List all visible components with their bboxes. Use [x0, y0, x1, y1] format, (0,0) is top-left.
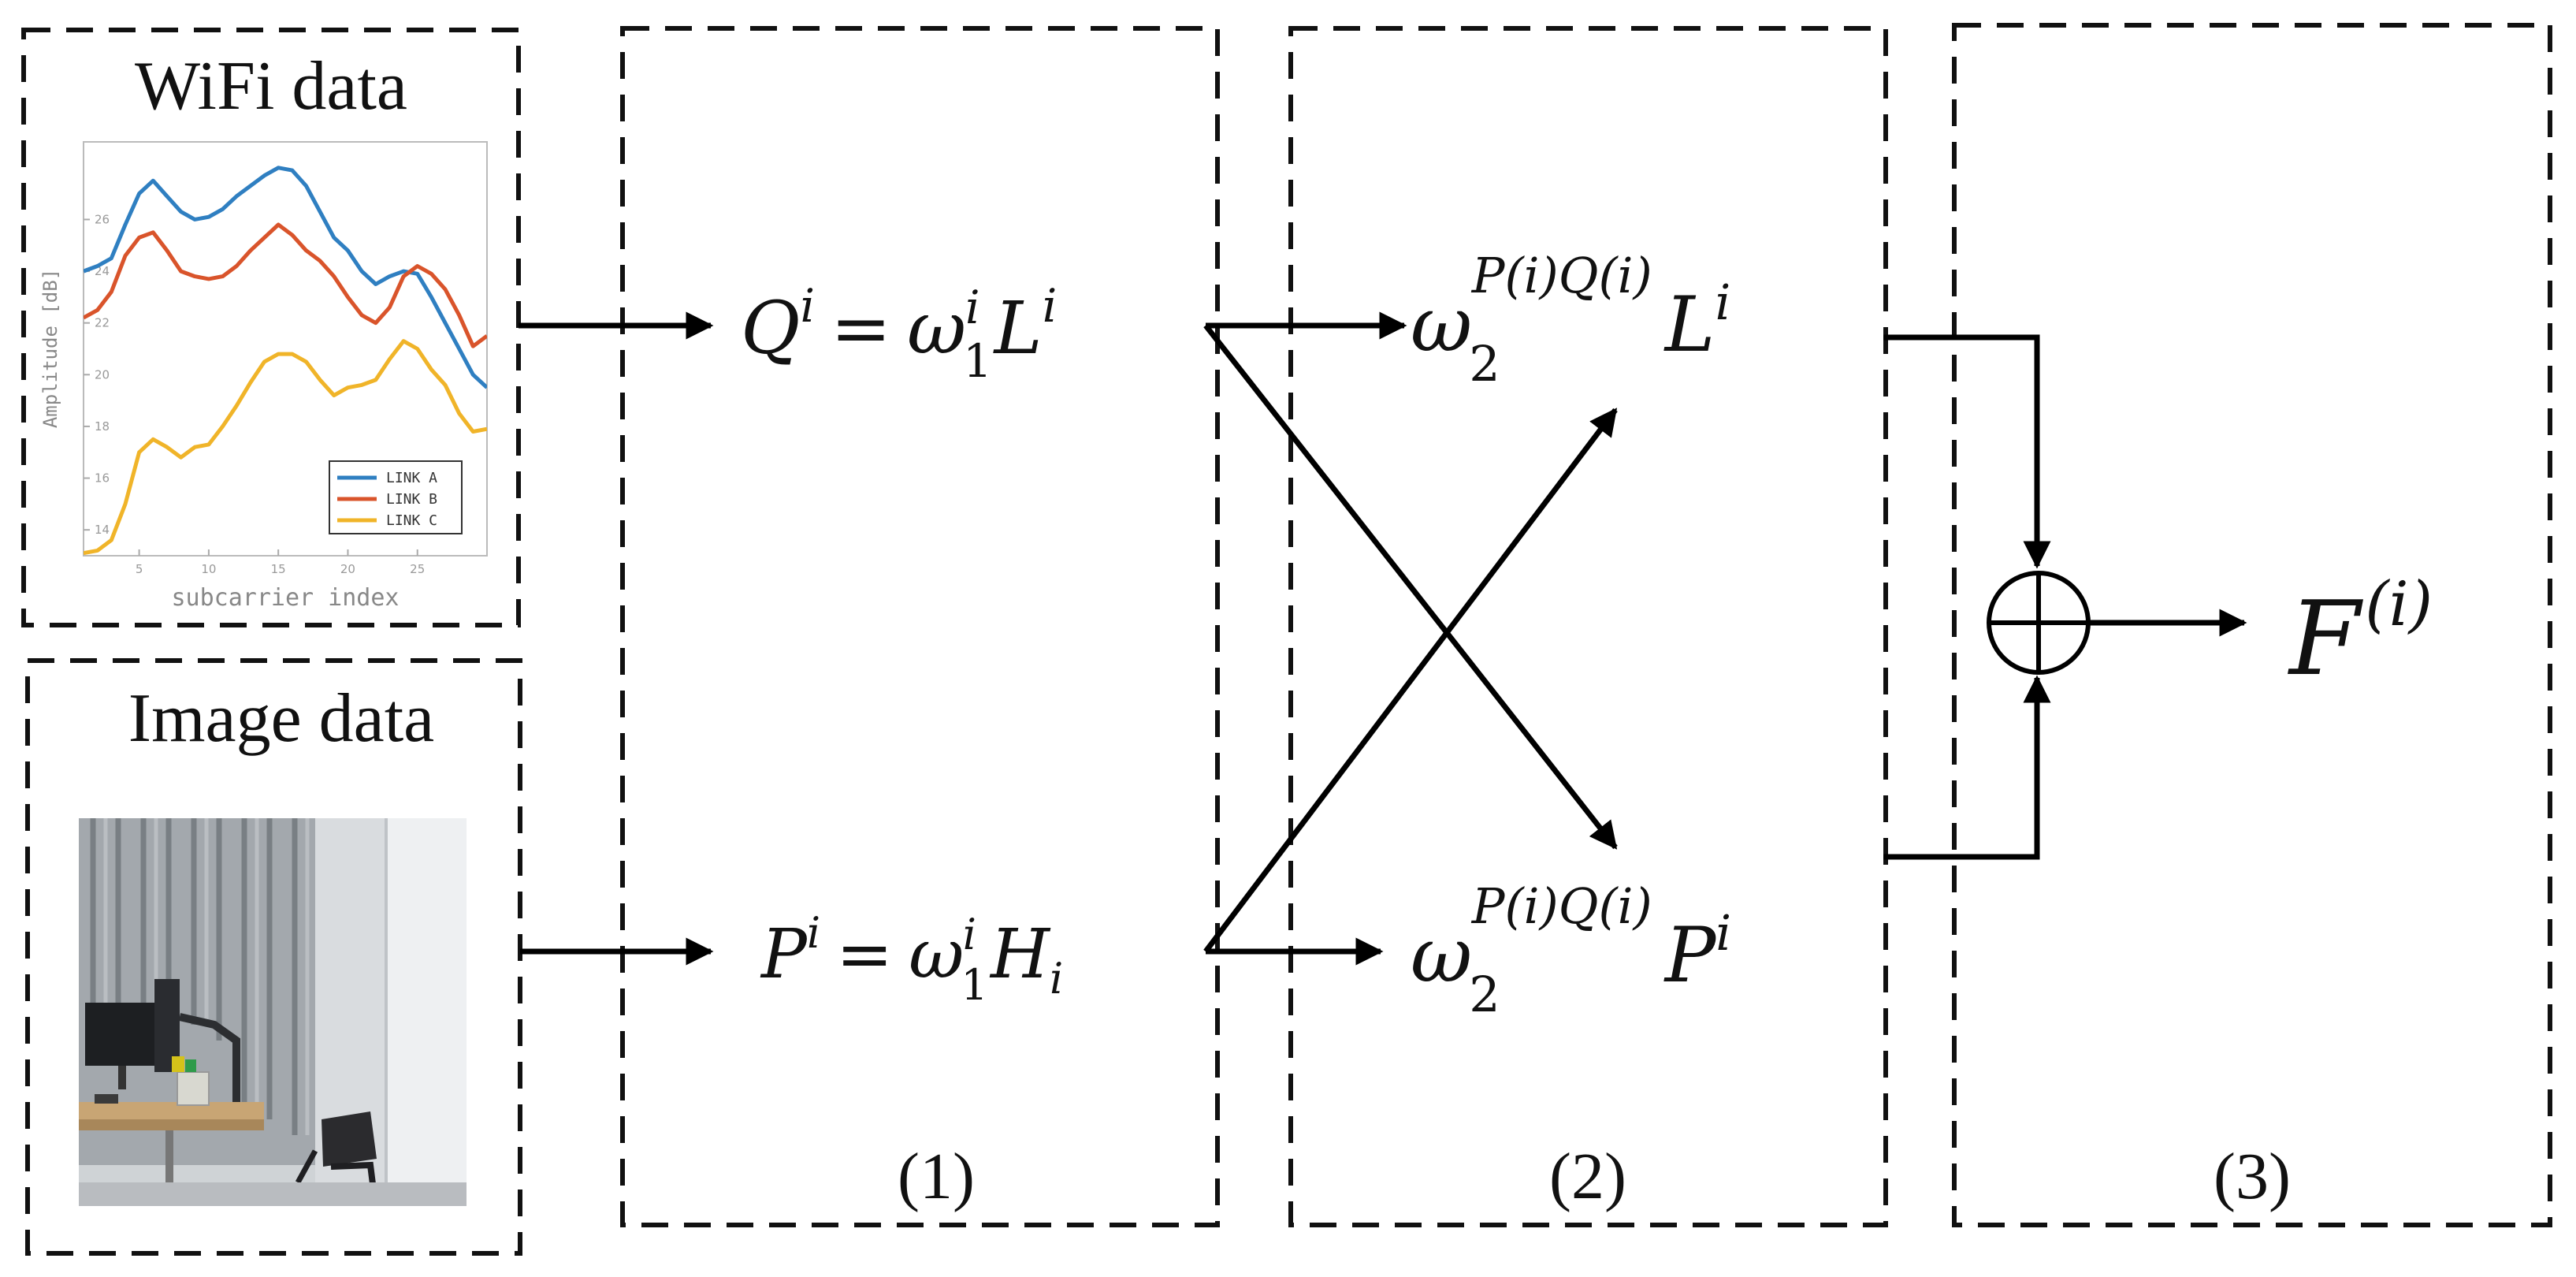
arrow-p-cross-to-l-term	[1203, 408, 1618, 954]
connector-l-term-to-sum	[1883, 334, 2051, 569]
room-photo	[79, 818, 467, 1206]
arrow-q-cross-to-p-term	[1203, 323, 1618, 850]
legend-label: LINK C	[386, 512, 437, 529]
image-panel	[25, 658, 522, 1256]
connector-p-term-to-sum	[1883, 675, 2051, 860]
stage1-panel	[620, 26, 1220, 1227]
wifi-data-title: WiFi data	[135, 48, 407, 125]
stage2-panel	[1288, 26, 1888, 1227]
chart-xlabel: subcarrier index	[172, 584, 400, 612]
chart-legend: LINK A LINK B LINK C	[329, 460, 463, 534]
series-line-link-a	[84, 166, 487, 389]
stage2-label: (2)	[1549, 1140, 1626, 1213]
stage3-label: (3)	[2214, 1140, 2291, 1213]
chart-ytick-label: 26	[95, 212, 110, 226]
chart-xtick-label: 25	[410, 562, 425, 576]
chart-xtick-label: 15	[271, 562, 286, 576]
weighted-l-term: ω2P(i)Q(i)Li	[1411, 247, 1730, 393]
chart-xtick-label: 20	[340, 562, 355, 576]
legend-label: LINK B	[386, 491, 437, 508]
weighted-p-term: ω2P(i)Q(i)Pi	[1411, 877, 1731, 1023]
chart-ytick-label: 20	[95, 367, 110, 382]
fused-output-f: F(i)	[2288, 569, 2433, 698]
image-data-title: Image data	[128, 680, 434, 757]
stage1-label: (1)	[898, 1140, 975, 1213]
chart-ytick-label: 22	[95, 316, 110, 330]
chart-ytick-label: 18	[95, 419, 110, 434]
chart-xtick-label: 10	[201, 562, 216, 576]
chart-ytick-label: 14	[95, 523, 110, 537]
stage3-panel	[1952, 23, 2552, 1227]
chart-ylabel: Amplitude [dB]	[39, 269, 61, 428]
chart-xtick-label: 5	[136, 562, 143, 576]
chart-ytick-label: 16	[95, 471, 110, 486]
series-line-link-c	[84, 339, 487, 556]
series-line-link-b	[84, 222, 487, 348]
legend-label: LINK A	[386, 470, 437, 486]
sum-node-icon	[1987, 571, 2091, 675]
